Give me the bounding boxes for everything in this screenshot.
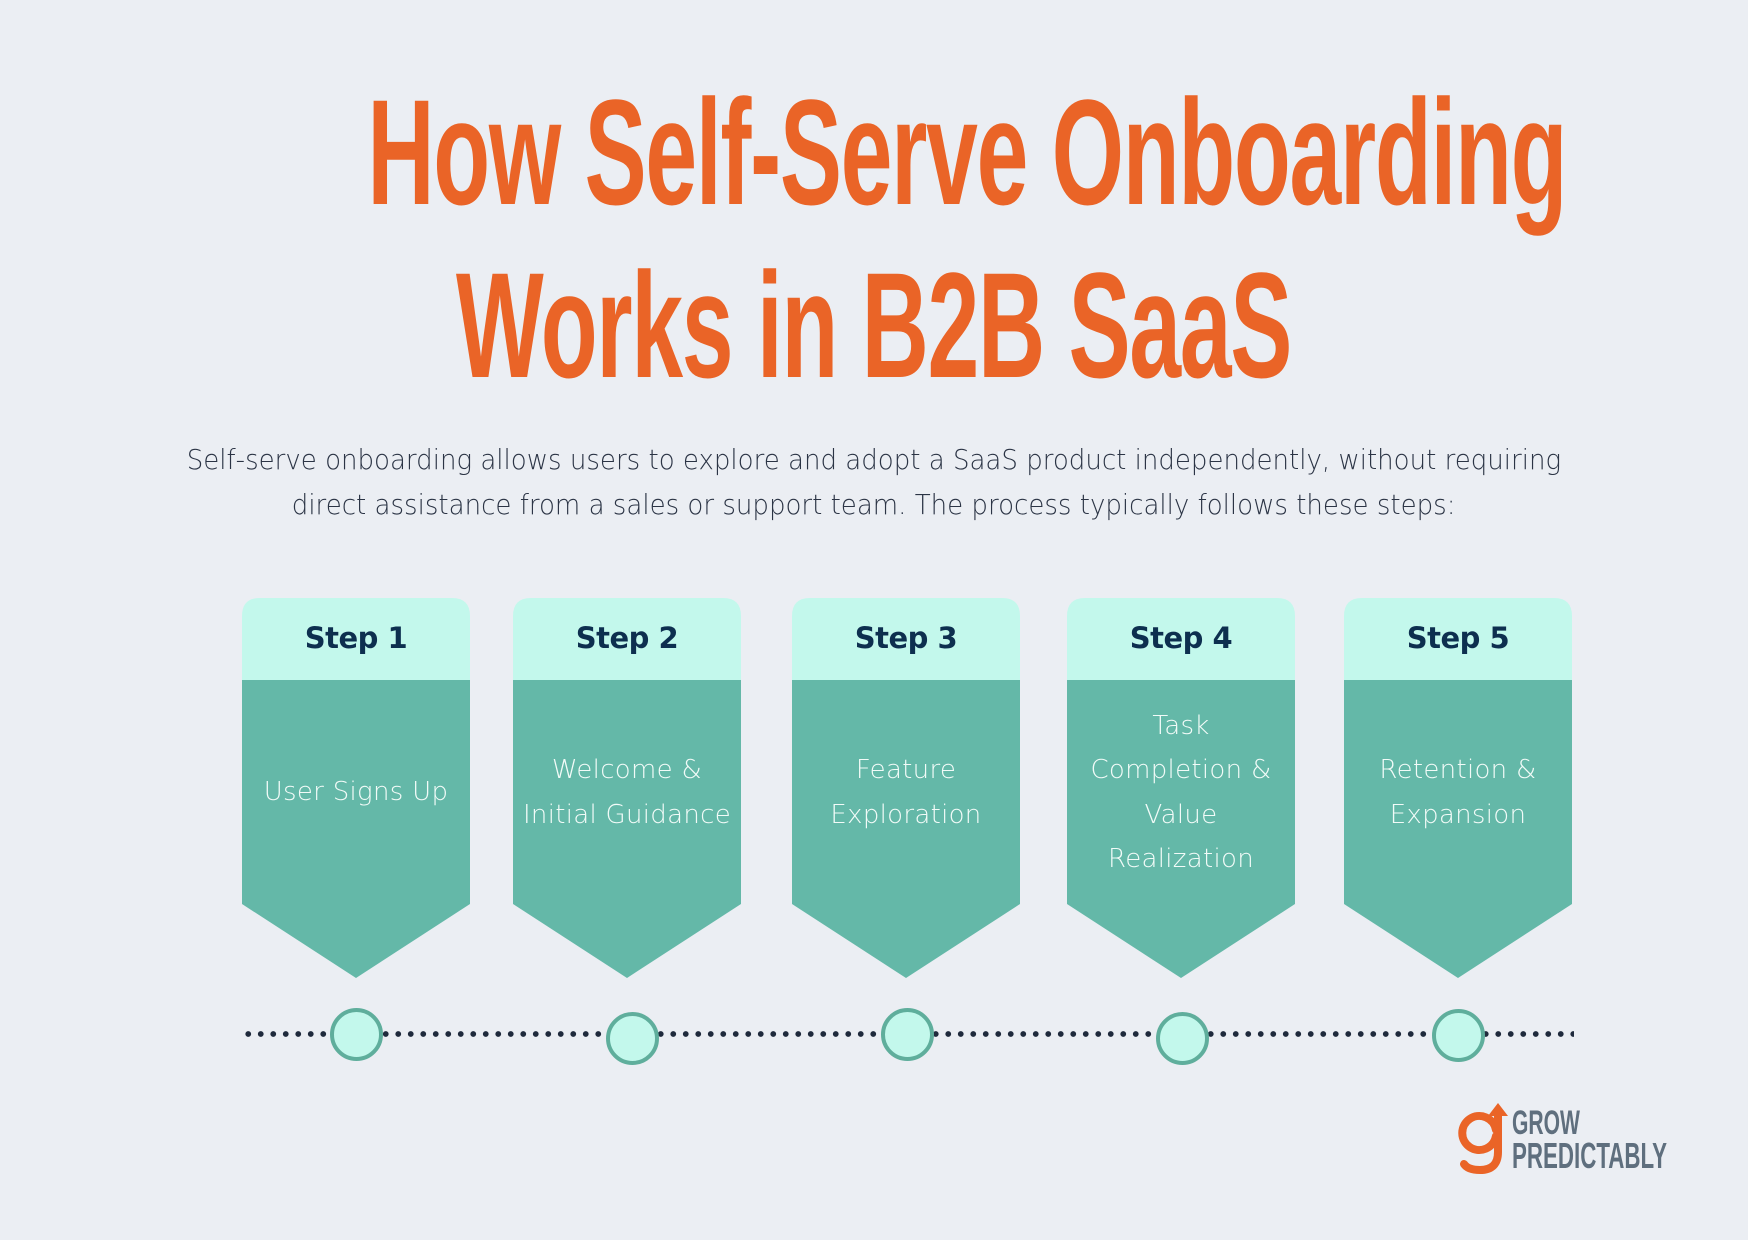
logo-text-grow: GROW — [1512, 1104, 1580, 1142]
timeline-node-5 — [1432, 1009, 1485, 1062]
chevron-card-shape — [1067, 598, 1295, 978]
chevron-card-shape — [513, 598, 741, 978]
step-label: Step 3 — [854, 621, 958, 655]
step-label: Step 5 — [1406, 621, 1510, 655]
timeline-node-3 — [881, 1008, 934, 1061]
step-label: Step 2 — [575, 621, 679, 655]
step-card-5: Step 5 Retention & Expansion — [1344, 598, 1572, 978]
step-body: Retention & Expansion — [1344, 680, 1572, 905]
timeline-node-2 — [606, 1012, 659, 1065]
step-body: Task Completion & Value Realization — [1067, 680, 1295, 905]
step-card-3: Step 3 Feature Exploration — [792, 598, 1020, 978]
chevron-card-shape — [1344, 598, 1572, 978]
chevron-card-shape — [792, 598, 1020, 978]
timeline-node-4 — [1156, 1012, 1209, 1065]
step-label: Step 1 — [304, 621, 408, 655]
timeline-node-1 — [330, 1008, 383, 1061]
title-line-2: Works in B2B SaaS — [456, 241, 1292, 409]
step-text: Retention & Expansion — [1379, 755, 1537, 830]
step-card-1: Step 1 User Signs Up — [242, 598, 470, 978]
step-body: User Signs Up — [242, 680, 470, 905]
title-line-1: How Self-Serve Onboarding — [367, 68, 1567, 236]
step-body: Welcome & Initial Guidance — [513, 680, 741, 905]
step-label: Step 4 — [1129, 621, 1233, 655]
step-text: Task Completion & Value Realization — [1090, 710, 1272, 875]
g-arrow-up-icon — [1458, 1103, 1508, 1175]
chevron-card-shape — [242, 598, 470, 978]
step-card-4: Step 4 Task Completion & Value Realizati… — [1067, 598, 1295, 978]
step-body: Feature Exploration — [792, 680, 1020, 905]
step-text: User Signs Up — [263, 777, 449, 808]
description-line-2: direct assistance from a sales or suppor… — [292, 488, 1456, 521]
step-text: Welcome & Initial Guidance — [522, 755, 732, 830]
description-line-1: Self-serve onboarding allows users to ex… — [186, 443, 1562, 476]
step-text: Feature Exploration — [830, 755, 982, 830]
grow-predictably-logo: GROW PREDICTABLY — [1456, 1100, 1696, 1176]
step-card-2: Step 2 Welcome & Initial Guidance — [513, 598, 741, 978]
logo-text-predictably: PREDICTABLY — [1512, 1135, 1668, 1176]
